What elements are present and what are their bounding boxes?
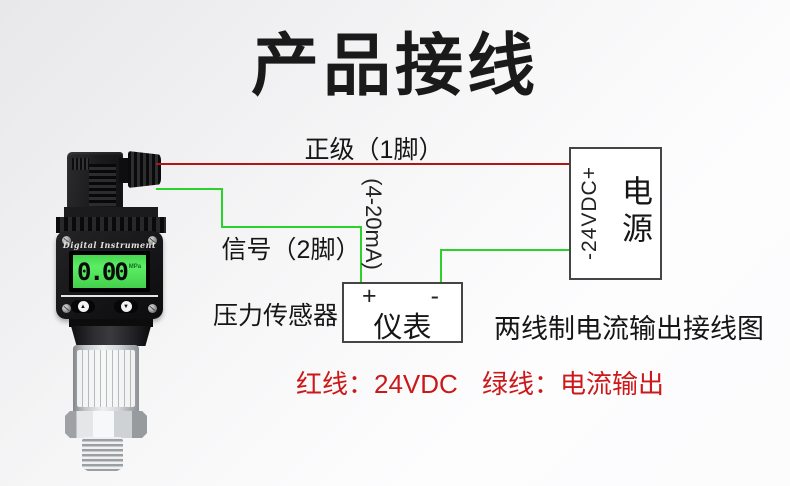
pressure-sensor-label: 压力传感器	[212, 302, 338, 330]
signal-wire-green-seg2	[221, 188, 223, 228]
down-arrow-icon: ▼	[120, 301, 132, 312]
lcd-screen: 0.00 MPa	[73, 255, 146, 288]
spec-label	[77, 350, 135, 407]
current-loop-label: (4-20mA)	[361, 178, 386, 270]
power-rail-label: -24VDC+	[578, 166, 601, 260]
positive-wire-red	[156, 163, 570, 165]
display-divider	[61, 295, 158, 297]
screw-icon	[62, 304, 71, 313]
return-wire-green-seg2	[440, 249, 570, 251]
up-arrow-button: ▲	[71, 300, 95, 313]
black-hex-section	[71, 326, 151, 346]
legend-red-wire: 红线：24VDC	[296, 369, 458, 399]
meter-plus-terminal: +	[362, 282, 377, 310]
steel-body	[73, 345, 139, 413]
signal-wire-green-seg3	[221, 226, 362, 228]
neck-upper	[64, 207, 158, 219]
hex-flange	[65, 411, 147, 438]
screw-icon	[148, 236, 157, 245]
legend-green-wire: 绿线：电流输出	[482, 369, 665, 399]
connector-tag	[72, 158, 89, 170]
lcd-frame: 0.00 MPa	[69, 251, 150, 292]
screw-icon	[62, 236, 71, 245]
brand-text: Digital Instrument	[62, 240, 157, 250]
power-supply-box: -24VDC+ 电源	[569, 147, 662, 280]
signal-wire-green-seg1	[156, 188, 223, 190]
lcd-unit: MPa	[128, 263, 142, 270]
positive-pin-label: 正级（1脚）	[304, 136, 444, 164]
meter-box: + - 仪表	[342, 282, 463, 344]
down-arrow-button: ▼	[114, 300, 138, 313]
page-title: 产品接线	[250, 28, 539, 104]
wiring-caption: 两线制电流输出接线图	[494, 314, 764, 344]
thread-stub	[82, 437, 123, 471]
under-collar	[69, 319, 153, 327]
signal-pin-label: 信号（2脚）	[221, 236, 361, 264]
return-wire-green-seg1	[440, 249, 442, 283]
up-arrow-icon: ▲	[77, 301, 89, 312]
signal-wire-green-seg4	[360, 226, 362, 283]
connector-vents	[89, 164, 116, 206]
power-supply-label: 电源	[617, 175, 652, 249]
meter-minus-terminal: -	[430, 282, 439, 310]
meter-label: 仪表	[373, 312, 432, 344]
neck-ribbed	[56, 217, 166, 233]
cable-gland	[128, 151, 161, 188]
display-module: Digital Instrument 0.00 MPa ▲ ▼	[56, 231, 163, 319]
screw-icon	[148, 304, 157, 313]
lcd-value: 0.00	[77, 257, 129, 286]
